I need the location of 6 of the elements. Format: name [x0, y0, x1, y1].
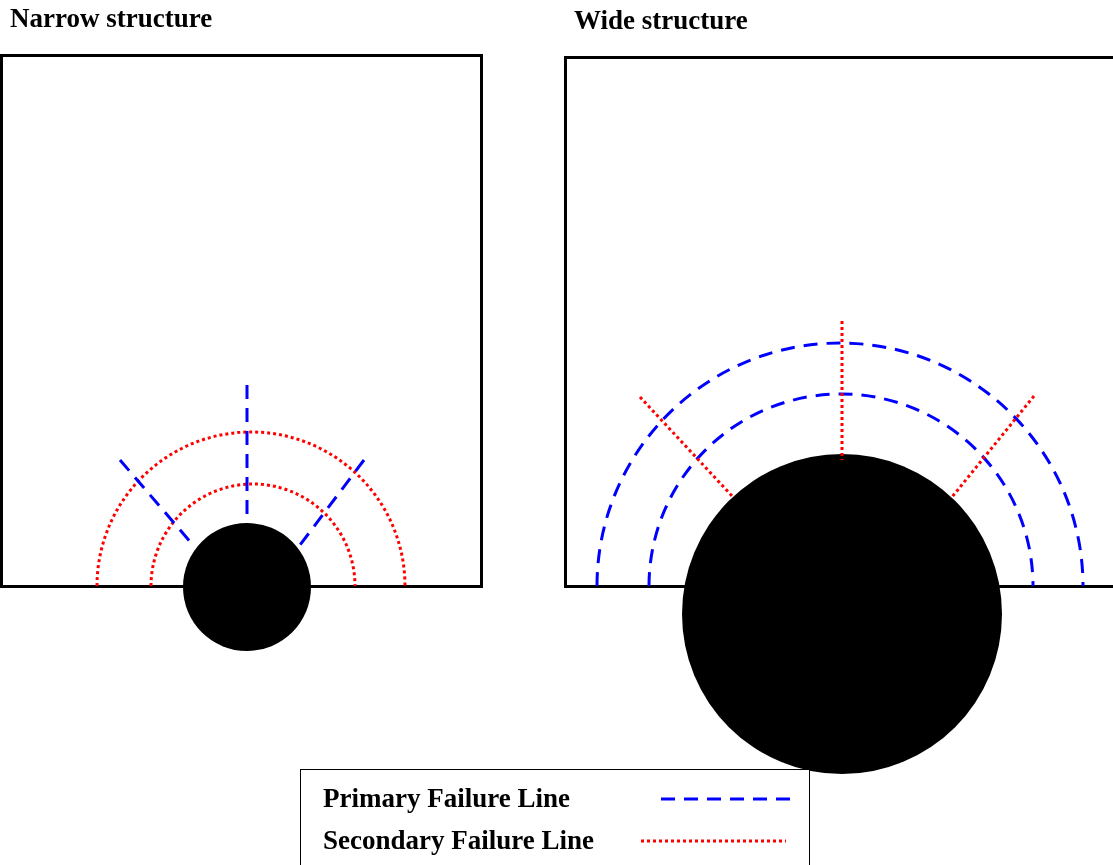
- panel-title: Narrow structure: [10, 2, 213, 34]
- legend-label: Secondary Failure Line: [323, 824, 594, 856]
- load-disk: [183, 523, 311, 651]
- legend-label: Primary Failure Line: [323, 782, 570, 814]
- load-disk: [682, 454, 1002, 774]
- panel-title: Wide structure: [574, 4, 748, 36]
